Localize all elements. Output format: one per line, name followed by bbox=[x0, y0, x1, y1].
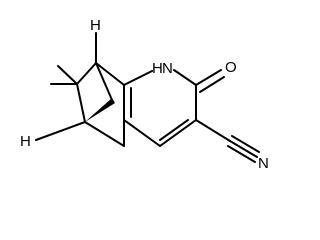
bond-gemC-to-c8 bbox=[76, 62, 97, 85]
chemical-structure-diagram: H H H N O N bbox=[20, 17, 269, 172]
bond-c3-to-c4-inner bbox=[159, 119, 189, 141]
atom-label-h-top: H bbox=[90, 17, 101, 34]
bond-c2-to-o bbox=[195, 69, 222, 86]
bond-c3-to-nitrileC bbox=[195, 119, 231, 142]
bond-c4-to-c4a bbox=[123, 119, 161, 147]
bond-gemC-to-c6 bbox=[76, 83, 86, 123]
atom-label-h-left: H bbox=[20, 133, 31, 150]
atom-label-nitrile-nitrogen: N bbox=[258, 155, 269, 172]
bond-gemC-methyl-1 bbox=[57, 65, 78, 85]
atom-label-nh-hydrogen: H bbox=[152, 60, 163, 77]
bond-c3-to-c4 bbox=[159, 119, 197, 147]
atom-label-oxygen: O bbox=[225, 59, 237, 76]
bond-c6-to-h bbox=[35, 121, 86, 141]
bond-c8a-to-n1 bbox=[123, 70, 153, 86]
bond-nitrile-triple-1 bbox=[229, 140, 258, 158]
bond-c8-to-bridge bbox=[95, 62, 113, 101]
bond-c8-to-c8a bbox=[95, 62, 125, 86]
atom-labels: H H H N O N bbox=[20, 17, 269, 172]
atom-label-ring-nitrogen: N bbox=[162, 60, 173, 77]
bond-nitrile-triple-3 bbox=[227, 145, 256, 163]
bond-n1-to-c2 bbox=[173, 69, 197, 86]
bond-c2-to-o-inner bbox=[199, 76, 225, 93]
nitrile-bonds bbox=[195, 119, 260, 163]
bond-nitrile-triple-2 bbox=[231, 135, 260, 153]
bond-c6-to-c5 bbox=[84, 121, 125, 147]
bicyclic-bonds bbox=[35, 32, 125, 147]
bond-c6-wedge bbox=[85, 98, 115, 122]
pyridone-ring-bonds bbox=[95, 62, 225, 147]
